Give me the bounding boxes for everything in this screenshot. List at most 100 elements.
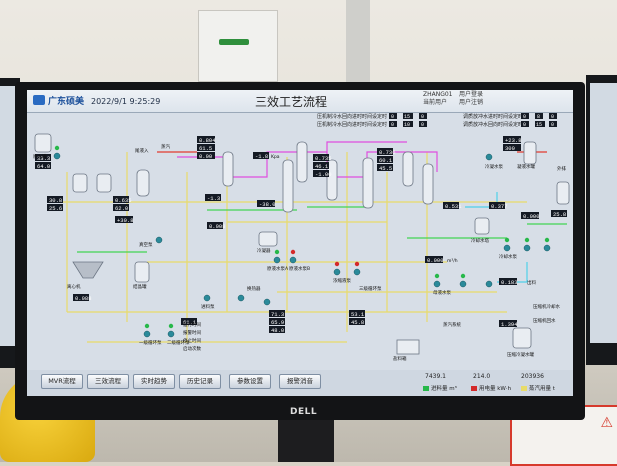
pure-tank: [523, 141, 537, 165]
pump-13: [485, 280, 493, 288]
status-light-8: [504, 237, 510, 243]
label-salt: 出料: [527, 279, 536, 286]
btn-params[interactable]: 参数设置: [229, 374, 271, 389]
value-v7: 30.8: [47, 196, 63, 204]
btn-realtime-trend[interactable]: 实时趋势: [133, 374, 175, 389]
pump-row: [53, 152, 551, 338]
svg-text:0.008: 0.008: [209, 223, 226, 230]
svg-text:0.00: 0.00: [199, 153, 212, 160]
pump-10: [263, 298, 271, 306]
label-op-2: 报警时间: [183, 329, 201, 336]
bottom-toolbar: MVR流程 三效流程 实时趋势 历史记录 参数设置 报警消音 7439.1 21…: [27, 370, 573, 396]
svg-text:15: 15: [404, 114, 410, 120]
svg-text:0: 0: [391, 114, 394, 120]
svg-text:71.3: 71.3: [271, 311, 284, 318]
user-info: ZHANG01 当前用户: [423, 91, 453, 107]
legend-steam-swatch: [521, 386, 527, 391]
value-v8: 0.635: [113, 196, 132, 204]
value-v2: 61.5: [197, 144, 215, 152]
label-steam-sys: 蒸汽系统: [443, 321, 461, 328]
label-pump-3: 三级循环泵: [359, 285, 382, 292]
status-light-3: [290, 249, 296, 255]
svg-text:46.1: 46.1: [315, 163, 329, 170]
login-link[interactable]: 用户登录: [459, 91, 484, 98]
legend-steam: 蒸汽用量 t: [521, 384, 555, 392]
svg-text:10: 10: [404, 122, 410, 128]
user-id: ZHANG01: [423, 91, 453, 98]
heater-vessel: [136, 169, 150, 197]
label-centrifuge: 离心机: [67, 283, 81, 290]
label-op-3: 停止时间: [183, 337, 201, 344]
value-v17: 0.736: [377, 148, 396, 156]
legend-power-label: 用电量 kW·h: [479, 386, 512, 392]
status-light-11: [144, 323, 150, 329]
column-5: [362, 157, 374, 209]
logo-icon: [33, 95, 45, 105]
status-light-9: [524, 237, 530, 243]
logout-link[interactable]: 用户注销: [459, 99, 484, 106]
value-v25: 0.000: [425, 256, 444, 264]
value-v12: -1.3: [205, 194, 221, 202]
label-cool-tower: 冷却水塔: [471, 237, 489, 244]
pump-18: [167, 330, 175, 338]
svg-text:-38.0: -38.0: [259, 201, 276, 208]
svg-text:1.394: 1.394: [501, 321, 518, 328]
svg-text:0: 0: [551, 114, 554, 120]
svg-text:0: 0: [523, 122, 526, 128]
label-condenser: 冷凝器: [257, 247, 271, 254]
company-logo: 广东硕美: [33, 94, 84, 107]
pump-7: [353, 268, 361, 276]
label-pump-2: 二级循环泵: [167, 339, 190, 346]
svg-text:53.1: 53.1: [351, 311, 365, 318]
status-light-2: [274, 249, 280, 255]
value-v23: 300: [503, 144, 521, 152]
value-v3: 0.00: [197, 152, 215, 160]
value-v13: -38.0: [257, 200, 276, 208]
value-v33: 1.394: [499, 320, 518, 328]
svg-text:0: 0: [391, 122, 394, 128]
value-v29: 48.0: [269, 326, 285, 334]
value-v22: +23.8: [503, 136, 522, 144]
label-op-4: 启动次数: [183, 345, 201, 352]
svg-text:-1.00: -1.00: [315, 171, 332, 178]
param-row4-label: 调质放冲水回向时间设定时: [463, 121, 523, 128]
btn-three-effect-flow[interactable]: 三效流程: [87, 374, 129, 389]
param-row2-values: 0 10 0: [389, 121, 427, 128]
pump-2: [485, 153, 493, 161]
btn-history[interactable]: 历史记录: [179, 374, 221, 389]
legend-power-swatch: [471, 386, 477, 391]
pump-3: [155, 236, 163, 244]
svg-text:65.9: 65.9: [271, 319, 284, 326]
total-feed: 7439.1: [425, 373, 446, 380]
btn-alarm-mute[interactable]: 报警消音: [279, 374, 321, 389]
value-v28: 65.9: [269, 318, 285, 326]
param-row4-values: 0 15 0: [521, 121, 557, 128]
label-raw-tank: 原水罐: [33, 153, 47, 160]
vessels: [34, 133, 570, 355]
btn-mvr-flow[interactable]: MVR流程: [41, 374, 83, 389]
process-diagram: 0.804 61.5 0.00 -1.8 33.3 64.0 30.8 0.63…: [33, 113, 570, 362]
svg-text:60.1: 60.1: [379, 157, 393, 164]
user-actions: 用户登录 用户注销: [459, 91, 483, 107]
legend-steam-label: 蒸汽用量 t: [529, 386, 555, 392]
param-row2-label: 压机制冷水回向进时时间设定时: [317, 121, 387, 128]
equipment-labels: 原水罐 蒸汽 尾液入 冷凝器 冷却水塔 凝液水罐 外排 冷凝水泵 冷却水泵 原液…: [33, 143, 566, 362]
column-6: [402, 151, 414, 187]
svg-text:45.5: 45.5: [379, 165, 392, 172]
svg-text:+23.8: +23.8: [505, 137, 522, 144]
label-cond-pump: 冷凝水泵: [485, 163, 503, 170]
svg-text:0: 0: [523, 114, 526, 120]
pipe-green: [77, 206, 567, 253]
label-comp-water-1: 压缩机冷却水: [533, 303, 560, 310]
pump-12: [459, 280, 467, 288]
datetime: 2022/9/1 9:25:29: [91, 97, 161, 106]
svg-text:0.377: 0.377: [491, 203, 508, 210]
wall-box-led: [219, 39, 249, 45]
total-steam: 203936: [521, 373, 544, 380]
status-light-5: [354, 261, 360, 267]
value-v9: +30.8: [115, 216, 134, 224]
value-v34: 0.183: [499, 278, 518, 286]
column-1: [222, 151, 234, 187]
column-7: [422, 163, 434, 205]
value-v16: -1.00: [313, 170, 332, 178]
